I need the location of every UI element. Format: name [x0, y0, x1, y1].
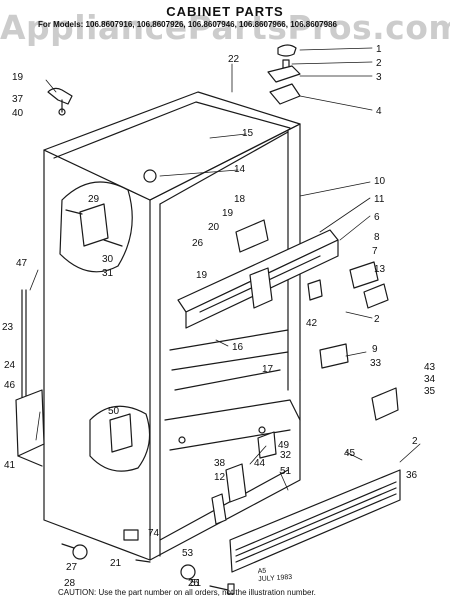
- callout-11: 11: [374, 194, 385, 205]
- page-title: CABINET PARTS: [166, 4, 284, 19]
- callout-12: 12: [214, 472, 226, 483]
- stamp-date: JULY 1983: [258, 573, 293, 584]
- callout-27: 27: [66, 562, 78, 573]
- callout-1: 1: [376, 44, 382, 55]
- callout-7: 7: [372, 246, 378, 257]
- inset-hinge-detail: [59, 181, 133, 273]
- callout-38: 38: [214, 458, 226, 469]
- callout-6: 6: [374, 212, 380, 223]
- top-hinge-parts: [267, 44, 301, 105]
- callout-13: 13: [374, 264, 386, 275]
- callout-34: 34: [424, 374, 436, 385]
- callout-51: 51: [190, 578, 202, 589]
- stamp-code: A5: [257, 567, 267, 576]
- callout-49: 49: [278, 440, 290, 451]
- callout-29: 29: [88, 194, 100, 205]
- callout-31: 31: [102, 268, 114, 279]
- callout-2: 2: [412, 436, 418, 447]
- callout-14: 14: [234, 164, 246, 175]
- callout-74: 74: [148, 528, 160, 539]
- callout-23: 23: [2, 322, 14, 333]
- callout-15: 15: [242, 128, 254, 139]
- callout-44: 44: [254, 458, 266, 469]
- left-hinge: [47, 87, 73, 116]
- callout-19: 19: [12, 72, 24, 83]
- inset-detail-lower: [89, 405, 151, 472]
- callout-4: 4: [376, 106, 382, 117]
- divider-crossbar: [177, 219, 339, 329]
- callout-21: 21: [110, 558, 122, 569]
- callout-3: 3: [376, 72, 382, 83]
- callout-22: 22: [228, 54, 240, 65]
- callout-16: 16: [232, 342, 244, 353]
- callout-2: 2: [374, 314, 380, 325]
- caution-note: CAUTION: Use the part number on all orde…: [58, 588, 316, 597]
- leader-lines: [29, 47, 421, 491]
- callout-51: 51: [280, 466, 292, 477]
- callout-26: 26: [192, 238, 204, 249]
- callout-46: 46: [4, 380, 16, 391]
- callout-24: 24: [4, 360, 16, 371]
- callout-33: 33: [370, 358, 382, 369]
- callout-43: 43: [424, 362, 436, 373]
- right-small-parts: [257, 261, 399, 459]
- revision-stamp: A5 JULY 1983: [257, 566, 292, 584]
- callout-19: 19: [222, 208, 234, 219]
- cabinet-body: [43, 91, 301, 561]
- side-trim: [15, 289, 45, 467]
- callout-41: 41: [4, 460, 16, 471]
- callout-30: 30: [102, 254, 114, 265]
- callout-10: 10: [374, 176, 386, 187]
- callout-50: 50: [108, 406, 120, 417]
- callout-18: 18: [234, 194, 246, 205]
- callout-25: 25: [188, 578, 200, 589]
- callout-2: 2: [376, 58, 382, 69]
- callout-36: 36: [406, 470, 418, 481]
- callout-53: 53: [182, 548, 194, 559]
- callout-32: 32: [280, 450, 292, 461]
- callout-9: 9: [372, 344, 378, 355]
- bottom-small-parts: [61, 169, 235, 595]
- callout-45: 45: [344, 448, 356, 459]
- callout-19: 19: [196, 270, 208, 281]
- model-list: For Models: 106.8607916, 106.8607926, 10…: [38, 20, 337, 29]
- callout-17: 17: [262, 364, 274, 375]
- callout-35: 35: [424, 386, 436, 397]
- callout-42: 42: [306, 318, 318, 329]
- callout-20: 20: [208, 222, 220, 233]
- callout-47: 47: [16, 258, 28, 269]
- callout-28: 28: [64, 578, 76, 589]
- callout-8: 8: [374, 232, 380, 243]
- callout-37: 37: [12, 94, 24, 105]
- base-grille: [211, 463, 401, 573]
- callout-40: 40: [12, 108, 24, 119]
